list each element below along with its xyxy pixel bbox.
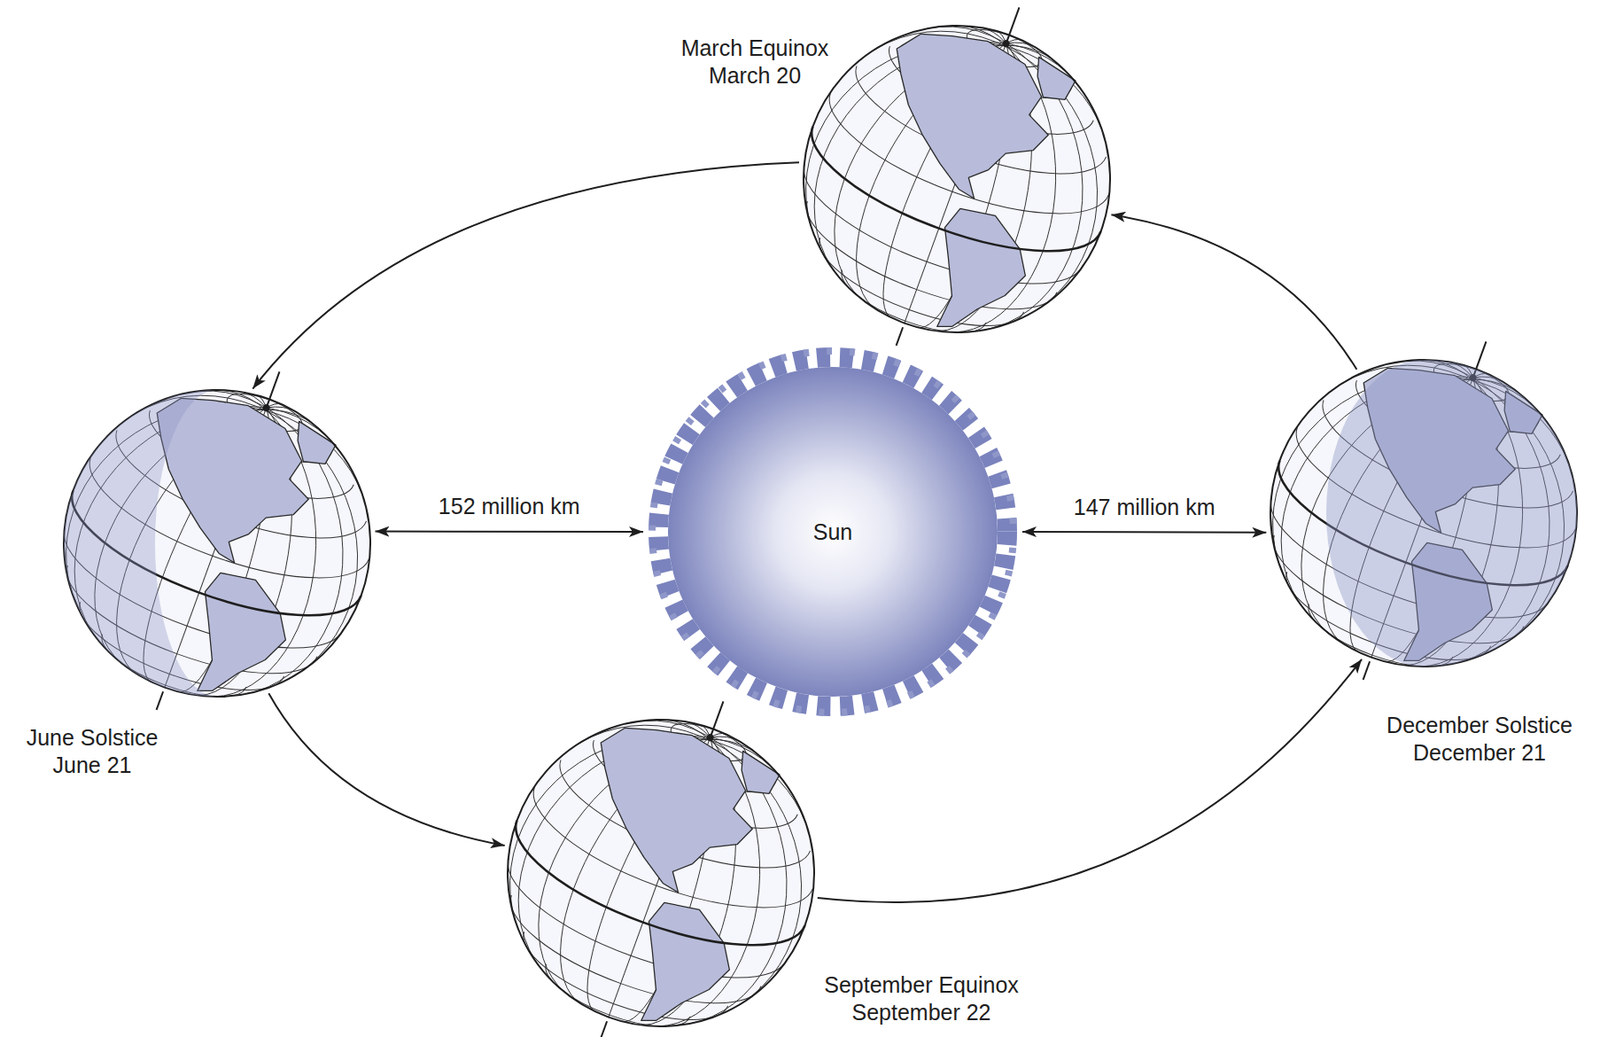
globe-drawing — [1216, 288, 1600, 740]
distance-arrow — [1022, 530, 1267, 534]
sun-flames — [652, 350, 1014, 713]
sun-drawing — [652, 350, 1014, 713]
september-globe — [453, 648, 868, 1037]
globe-drawing — [9, 318, 424, 770]
label-holder: June Solstice June 21 — [7, 723, 177, 779]
season-label: March Equinox March 20 — [660, 34, 851, 90]
orbit-arrow — [252, 162, 800, 389]
orbit-arrow — [268, 692, 505, 846]
season-label: June Solstice June 21 — [7, 723, 177, 779]
night-shade — [1326, 359, 1577, 667]
orbit-arrow — [817, 659, 1362, 902]
label-holder: December Solstice December 21 — [1366, 711, 1593, 767]
label-holder: Sun — [648, 347, 1018, 716]
distance-label: 152 million km — [433, 492, 586, 521]
sun-node: Sun — [648, 347, 1018, 716]
globe-drawing — [749, 0, 1164, 406]
label-holder: March Equinox March 20 — [660, 34, 851, 90]
march-globe — [749, 0, 1164, 406]
season-label: December Solstice December 21 — [1366, 711, 1593, 767]
distance-label: 147 million km — [1068, 493, 1221, 521]
night-shade — [63, 389, 218, 697]
season-label: September Equinox September 22 — [804, 970, 1040, 1026]
globe-node: March Equinox March 20 — [803, 25, 1111, 333]
globe-drawing — [453, 648, 868, 1037]
distance-arrow — [375, 530, 645, 533]
globe-node: June Solstice June 21 — [63, 389, 371, 697]
orbit-arrow — [1110, 214, 1357, 369]
sun-disk — [667, 366, 998, 697]
december-globe — [1216, 288, 1600, 740]
sun-label: Sun — [813, 518, 853, 546]
june-globe — [9, 318, 424, 770]
sun-flames — [658, 357, 1008, 707]
globe-node: September Equinox September 22 — [507, 719, 815, 1026]
globe-node: December Solstice December 21 — [1270, 359, 1577, 667]
label-holder: September Equinox September 22 — [804, 970, 1040, 1026]
